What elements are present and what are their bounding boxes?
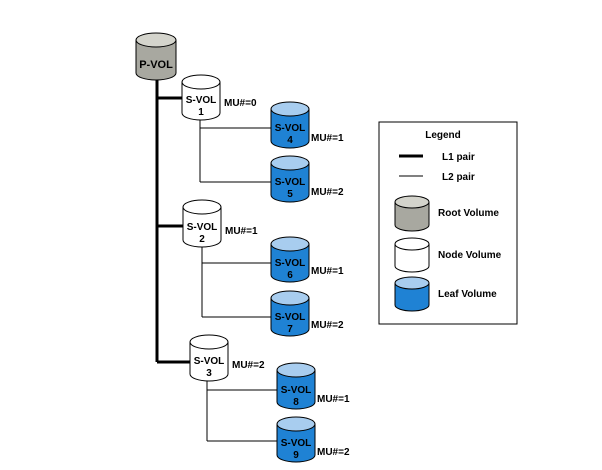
leaf-volume-5-number: 5 [287, 189, 293, 200]
leaf-volume-9-number: 9 [293, 450, 299, 461]
leaf-volume-9-top [276, 416, 316, 432]
node-volume-2-mu: MU#=1 [225, 226, 258, 237]
root-volume: P-VOL [135, 32, 177, 81]
legend-node-label: Node Volume [438, 250, 502, 261]
legend-title: Legend [425, 130, 461, 141]
root-volume-label: P-VOL [139, 59, 173, 71]
leaf-volume-8-number: 8 [293, 397, 299, 408]
leaf-volume-6-label: S-VOL [275, 258, 306, 269]
leaf-volume-8-mu: MU#=1 [317, 394, 350, 405]
node-volume-1-body [181, 81, 221, 121]
root-volume-top [135, 32, 177, 48]
leaf-volume-9: S-VOL 9 MU#=2 [276, 416, 350, 463]
legend-l1-label: L1 pair [442, 152, 475, 163]
leaf-volume-7-label: S-VOL [275, 312, 306, 323]
leaf-volume-4-label: S-VOL [275, 123, 306, 134]
leaf-volume-8: S-VOL 8 MU#=1 [276, 362, 350, 410]
node-volume-1: S-VOL 1 MU#=0 [181, 74, 257, 121]
leaf-volume-7-number: 7 [287, 324, 293, 335]
node-volume-1-number: 1 [198, 107, 204, 118]
leaf-volume-6-number: 6 [287, 270, 293, 281]
node-volume-2-body [182, 206, 222, 248]
node-volume-1-top [181, 74, 221, 90]
node-volume-2-number: 2 [199, 234, 205, 245]
leaf-volume-7-top [270, 290, 310, 306]
leaf-volume-9-label: S-VOL [281, 438, 312, 449]
node-volume-2: S-VOL 2 MU#=1 [182, 199, 258, 248]
node-volume-1-mu: MU#=0 [224, 98, 257, 109]
root-volume-body [135, 39, 177, 81]
leaf-volume-6-body [270, 243, 310, 283]
leaf-volume-7-mu: MU#=2 [311, 320, 344, 331]
leaf-volume-4: S-VOL 4 MU#=1 [270, 101, 344, 149]
leaf-volume-7-body [270, 297, 310, 337]
node-volume-3-number: 3 [206, 368, 212, 379]
leaf-volume-8-body [276, 369, 316, 410]
leaf-volume-6-top [270, 236, 310, 252]
node-volume-2-label: S-VOL [187, 222, 218, 233]
leaf-volume-5-label: S-VOL [275, 177, 306, 188]
legend-l2-label: L2 pair [442, 172, 475, 183]
legend-node-swatch [394, 237, 430, 273]
node-volume-2-top [182, 199, 222, 215]
leaf-volume-9-body [276, 423, 316, 463]
leaf-volume-8-label: S-VOL [281, 385, 312, 396]
leaf-volume-4-top [270, 101, 310, 117]
legend-leaf-swatch [394, 276, 430, 312]
leaf-volume-5-mu: MU#=2 [311, 187, 344, 198]
leaf-volume-6-mu: MU#=1 [311, 266, 344, 277]
leaf-volume-7: S-VOL 7 MU#=2 [270, 290, 344, 337]
leaf-volume-5: S-VOL 5 MU#=2 [270, 155, 344, 203]
leaf-volume-4-number: 4 [287, 135, 293, 146]
node-volume-3-mu: MU#=2 [232, 360, 265, 371]
node-volume-3-body [189, 341, 229, 382]
leaf-volume-9-mu: MU#=2 [317, 447, 350, 458]
leaf-volume-8-top [276, 362, 316, 378]
node-volume-3-top [189, 334, 229, 350]
leaf-volume-6: S-VOL 6 MU#=1 [270, 236, 344, 283]
node-volume-1-label: S-VOL [186, 95, 217, 106]
leaf-volume-5-top [270, 155, 310, 171]
legend-root-swatch [394, 195, 430, 232]
legend: Legend L1 pair L2 pair Root Volume Node … [378, 121, 518, 325]
node-volume-3-label: S-VOL [194, 356, 225, 367]
leaf-volume-4-mu: MU#=1 [311, 133, 344, 144]
legend-root-label: Root Volume [438, 208, 499, 219]
leaf-volume-4-body [270, 108, 310, 149]
leaf-volume-5-body [270, 162, 310, 203]
connector-lines [155, 76, 277, 442]
legend-leaf-label: Leaf Volume [438, 289, 497, 300]
node-volume-3: S-VOL 3 MU#=2 [189, 334, 265, 382]
